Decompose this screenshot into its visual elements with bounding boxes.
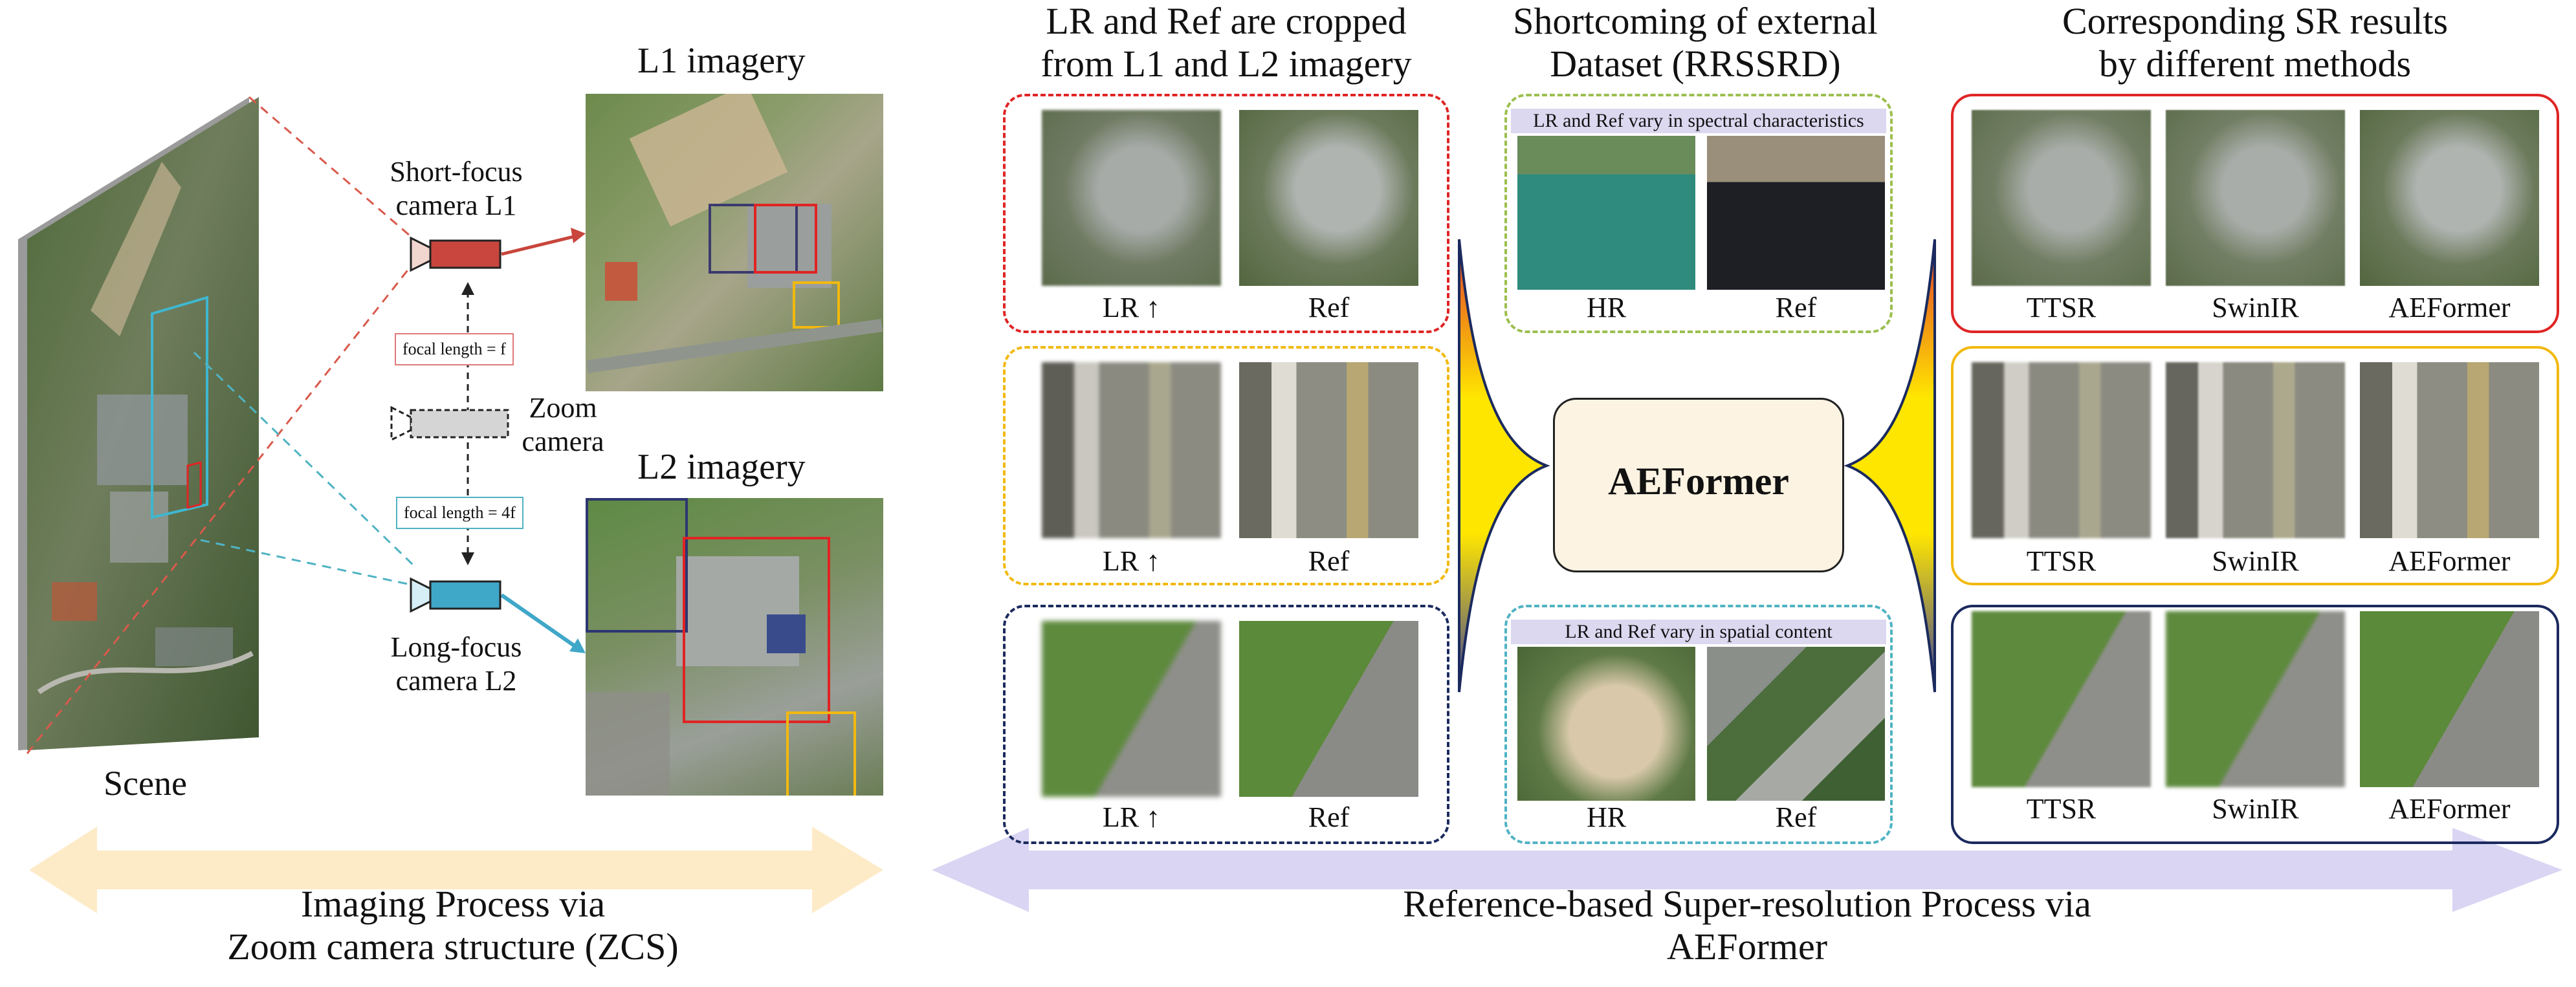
lr-thumb — [1042, 110, 1221, 286]
dataset-box-top — [1504, 94, 1893, 333]
sr-thumb — [2166, 611, 2345, 787]
dataset-caption: HR — [1586, 292, 1627, 323]
sr-thumb — [2166, 110, 2345, 286]
pair-caption: Ref — [1308, 292, 1350, 323]
pair-caption: Ref — [1308, 545, 1350, 577]
pair-caption: LR ↑ — [1102, 801, 1161, 833]
pair-box-red — [1003, 94, 1449, 333]
method-caption: TTSR — [2026, 292, 2097, 323]
spectral-note: LR and Ref vary in spectral characterist… — [1511, 109, 1886, 133]
pair-caption: LR ↑ — [1102, 292, 1161, 323]
results-box-yellow — [1951, 346, 2559, 585]
results-box-navy — [1951, 605, 2559, 844]
results-title: Corresponding SR results by different me… — [2062, 0, 2449, 85]
aeformer-label: AEFormer — [1608, 460, 1789, 503]
l2-imagery-title: L2 imagery — [637, 447, 806, 487]
super-resolution-process-arrow — [932, 828, 2562, 912]
scene-label: Scene — [104, 764, 187, 803]
ref-thumb — [1707, 136, 1885, 290]
output-funnel — [1844, 239, 1936, 693]
lr-thumb — [1042, 362, 1221, 538]
hr-thumb — [1517, 647, 1695, 801]
sr-thumb — [1972, 611, 2151, 787]
dataset-caption: HR — [1586, 801, 1627, 833]
long-focus-camera-icon — [410, 577, 501, 613]
pair-box-yellow — [1003, 346, 1449, 585]
l2-imagery — [586, 498, 883, 796]
method-caption: AEFormer — [2388, 545, 2511, 577]
crop-title: LR and Ref are cropped from L1 and L2 im… — [1040, 0, 1412, 85]
sr-thumb — [2360, 362, 2539, 538]
long-focus-camera-label: Long-focus camera L2 — [390, 631, 522, 697]
ref-thumb — [1239, 362, 1418, 538]
short-focus-camera-label: Short-focus camera L1 — [390, 156, 523, 221]
method-caption: TTSR — [2026, 793, 2097, 825]
pair-caption: Ref — [1308, 801, 1350, 833]
sr-thumb — [2166, 362, 2345, 538]
l1-imagery — [586, 94, 883, 391]
focal-length-long-label: focal length = 4f — [396, 497, 523, 529]
hr-thumb — [1517, 136, 1695, 290]
dataset-caption: Ref — [1775, 801, 1817, 833]
method-caption: AEFormer — [2388, 292, 2511, 323]
zoom-camera-icon — [390, 406, 509, 442]
l1-imagery-title: L1 imagery — [637, 41, 806, 81]
method-caption: SwinIR — [2212, 793, 2299, 825]
imaging-process-label: Imaging Process via Zoom camera structur… — [227, 883, 679, 968]
ref-thumb — [1239, 110, 1418, 286]
sr-thumb — [1972, 110, 2151, 286]
sr-thumb — [2360, 611, 2539, 787]
aeformer-block — [1553, 398, 1844, 572]
input-funnel — [1458, 239, 1550, 693]
results-box-red — [1951, 94, 2559, 333]
short-focus-camera-icon — [410, 236, 501, 272]
ref-thumb — [1239, 621, 1418, 797]
pair-caption: LR ↑ — [1102, 545, 1161, 577]
sr-thumb — [2360, 110, 2539, 286]
method-caption: TTSR — [2026, 545, 2097, 577]
ref-thumb — [1707, 647, 1885, 801]
zoom-camera-label: Zoom camera — [522, 392, 604, 457]
method-caption: SwinIR — [2212, 545, 2299, 577]
focal-length-short-label: focal length = f — [395, 333, 514, 365]
method-caption: SwinIR — [2212, 292, 2299, 323]
imaging-process-arrow — [29, 827, 883, 913]
sr-thumb — [1972, 362, 2151, 538]
lr-thumb — [1042, 621, 1221, 797]
dataset-title: Shortcoming of external Dataset (RRSSRD) — [1513, 0, 1878, 85]
spatial-note: LR and Ref vary in spatial content — [1511, 620, 1886, 644]
dataset-caption: Ref — [1775, 292, 1817, 323]
scene-panel — [18, 97, 259, 750]
pair-box-navy — [1003, 605, 1449, 844]
dataset-box-bottom — [1504, 605, 1893, 844]
method-caption: AEFormer — [2388, 793, 2511, 825]
sr-process-label: Reference-based Super-resolution Process… — [1403, 883, 2091, 968]
